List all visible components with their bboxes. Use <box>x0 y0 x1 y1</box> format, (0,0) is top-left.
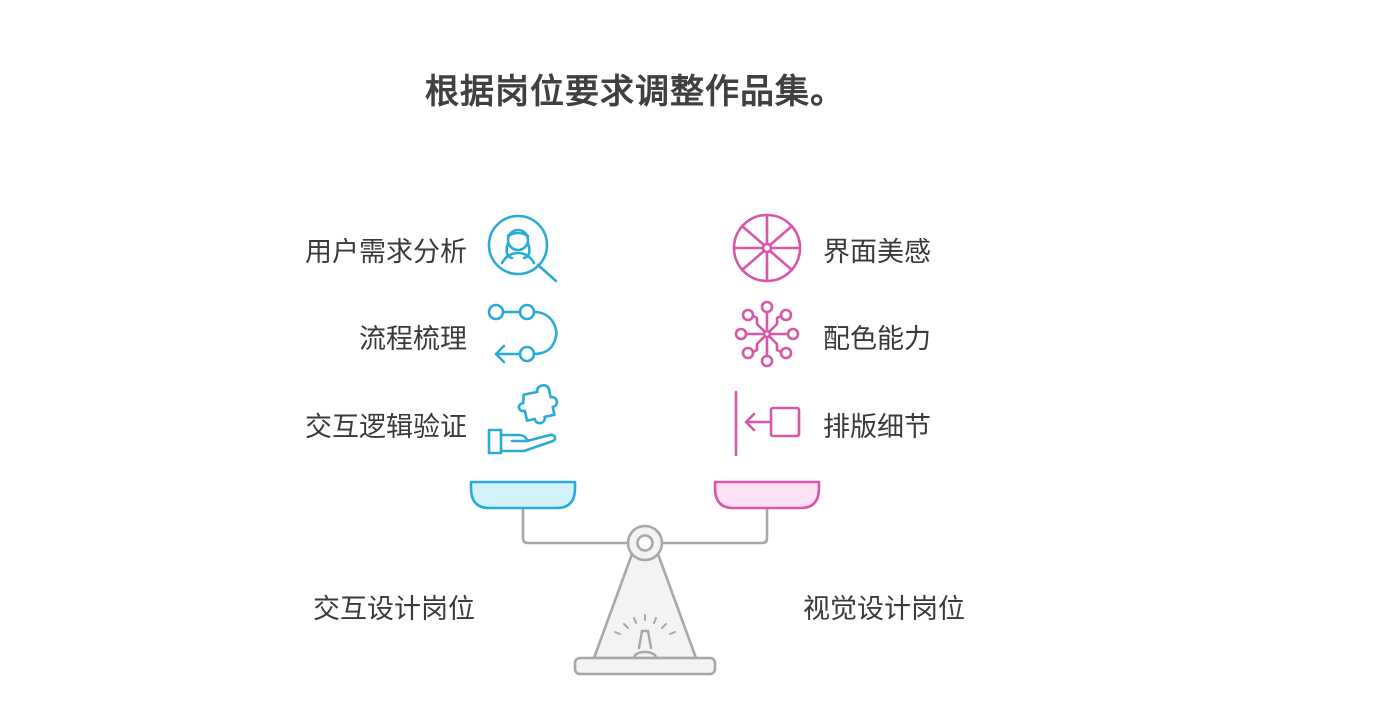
right-item-3-label: 排版细节 <box>823 412 931 443</box>
scale-beam <box>521 508 769 545</box>
scale-base <box>573 552 717 676</box>
align-left-box-icon <box>734 390 801 457</box>
color-nodes-icon <box>734 300 800 368</box>
color-wheel-icon <box>732 213 802 283</box>
left-item-2-label: 流程梳理 <box>359 324 467 355</box>
page-title: 根据岗位要求调整作品集。 <box>425 72 845 112</box>
right-item-2-label: 配色能力 <box>823 324 931 355</box>
left-item-3-label: 交互逻辑验证 <box>305 412 467 443</box>
right-heading: 视觉设计岗位 <box>803 594 965 625</box>
scale-pivot <box>626 524 664 562</box>
gauge-needle-icon <box>614 614 676 660</box>
puzzle-hand-icon <box>487 384 559 455</box>
right-pan <box>713 480 821 510</box>
right-item-1-label: 界面美感 <box>823 237 931 268</box>
left-pan <box>469 480 577 510</box>
flow-path-icon <box>487 303 558 364</box>
left-item-1-label: 用户需求分析 <box>305 237 467 268</box>
user-search-icon <box>487 214 558 283</box>
left-heading: 交互设计岗位 <box>313 594 475 625</box>
